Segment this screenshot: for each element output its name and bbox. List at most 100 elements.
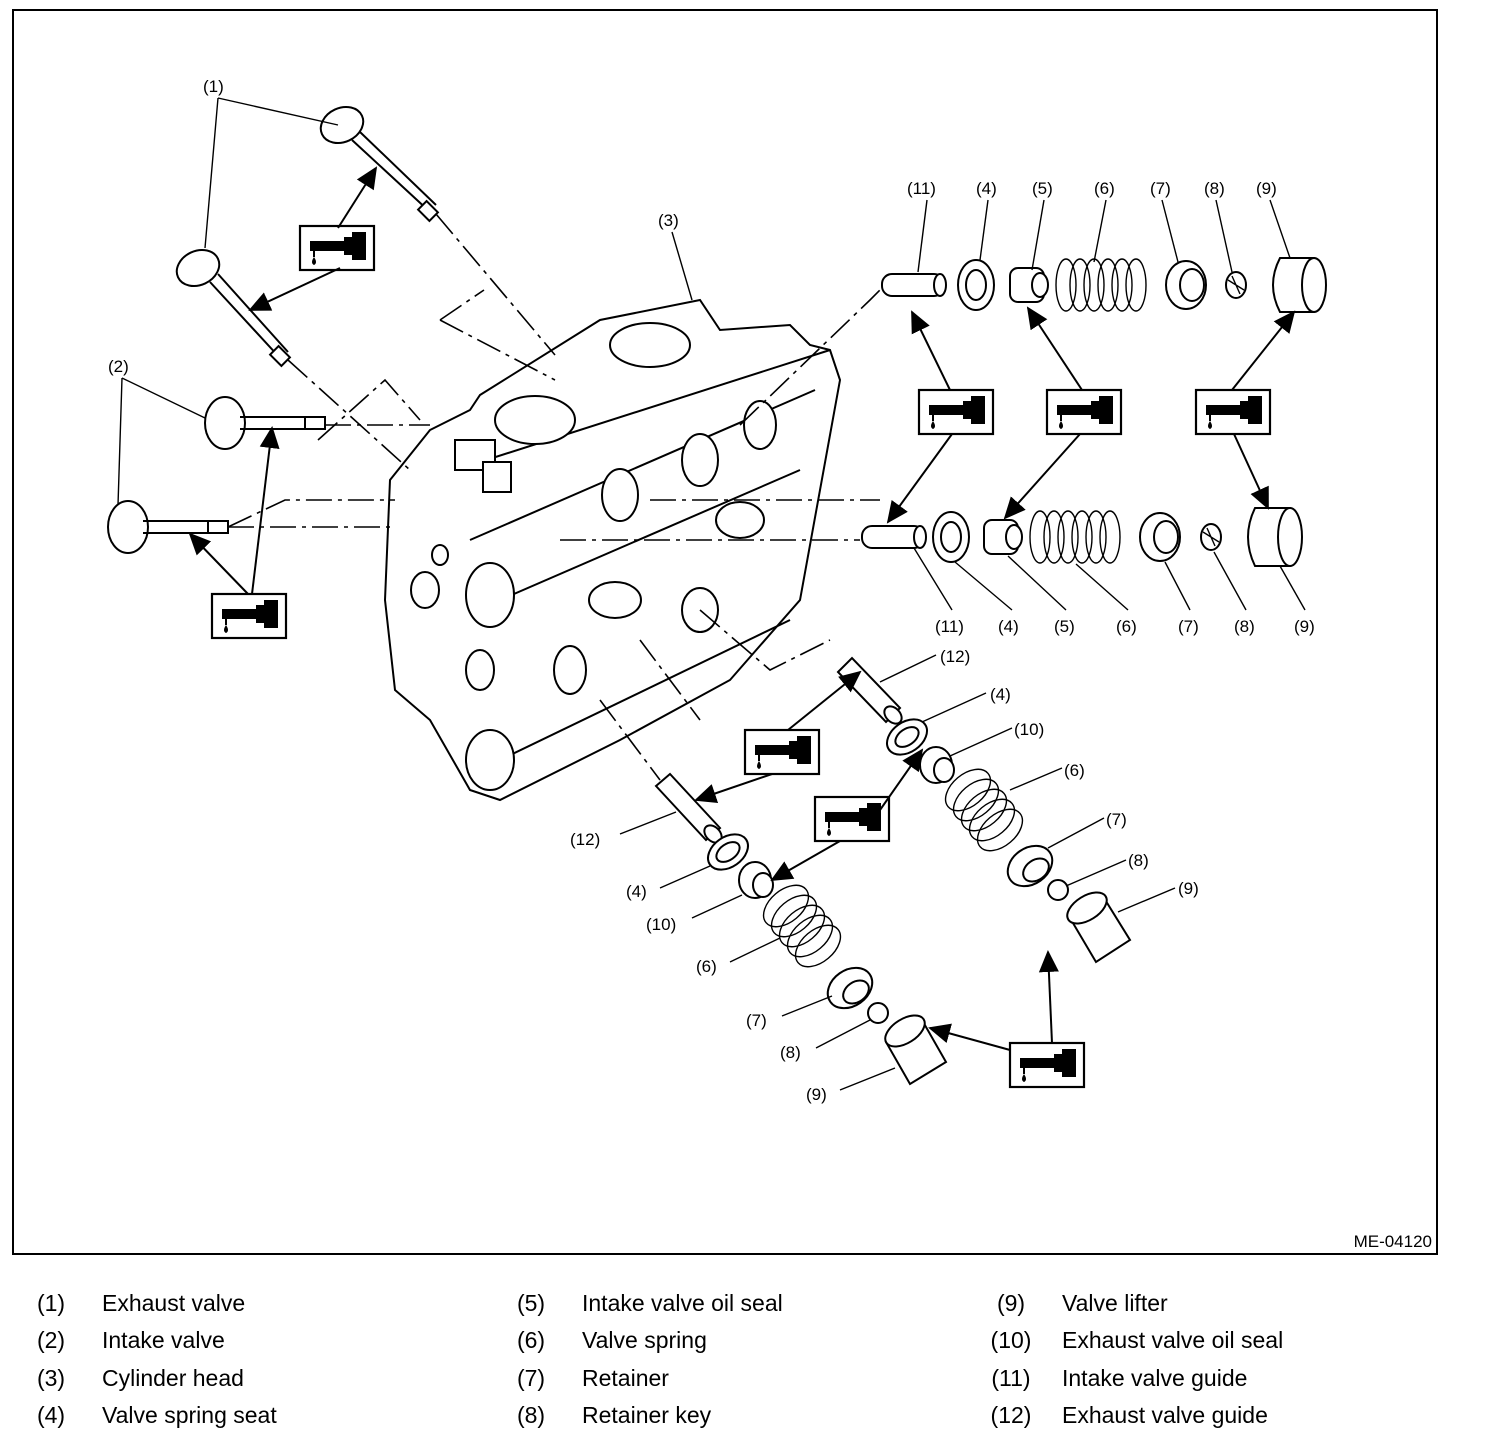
legend-number: (5): [516, 1290, 546, 1316]
oil-can-icon: [1008, 1041, 1086, 1089]
callout-4: (4): [990, 685, 1011, 704]
retainer-upper: [1165, 260, 1207, 310]
legend-number: (3): [36, 1365, 66, 1391]
exhaust-valve-oil-seal-b: [919, 746, 955, 784]
callout-5: (5): [1032, 179, 1053, 198]
retainer-b: [1006, 844, 1054, 888]
valve-lifter-upper: [1272, 257, 1327, 313]
exploded-diagram: (1) (2) (3) (11) (4) (5) (6) (7) (8) (9)…: [107, 77, 1327, 1104]
oil-can-icon: [298, 224, 376, 272]
legend-text: Exhaust valve oil seal: [1062, 1327, 1284, 1353]
exhaust-valve-guide-b: [836, 656, 903, 725]
legend-number: (11): [991, 1365, 1031, 1391]
legend-number: (9): [996, 1290, 1026, 1316]
retainer-a: [826, 966, 874, 1010]
retainer-key-upper: [1225, 271, 1247, 299]
valve-lifter-a: [884, 1014, 948, 1086]
valve-spring-a: [762, 884, 842, 968]
legend-number: (10): [990, 1327, 1032, 1353]
legend-number: (7): [516, 1365, 546, 1391]
valve-lifter-middle: [1247, 507, 1303, 567]
exhaust-valve-upper: [319, 106, 440, 223]
legend-text: Intake valve guide: [1062, 1365, 1248, 1391]
cylinder-head: [383, 298, 842, 802]
callout-3: (3): [658, 211, 679, 230]
retainer-key-b: [1047, 879, 1069, 901]
callout-9: (9): [1256, 179, 1277, 198]
valve-spring-seat-b: [886, 718, 928, 756]
callout-4: (4): [976, 179, 997, 198]
intake-valve-guide-lower: [861, 525, 927, 549]
callout-9: (9): [1294, 617, 1315, 636]
valve-spring-upper: [1055, 258, 1147, 312]
legend-text: Intake valve: [102, 1327, 225, 1353]
exhaust-valve-guide-a: [654, 772, 723, 844]
callout-12: (12): [940, 647, 970, 666]
oil-can-icon: [917, 388, 995, 436]
oil-can-icon: [813, 795, 891, 843]
exhaust-valve-lower: [175, 249, 292, 368]
callout-9: (9): [806, 1085, 827, 1104]
legend-number: (12): [990, 1402, 1032, 1428]
intake-valve-oil-seal-lower: [983, 519, 1023, 555]
callout-7: (7): [1106, 810, 1127, 829]
callout-7: (7): [746, 1011, 767, 1030]
callout-11: (11): [907, 179, 936, 198]
legend-number: (2): [36, 1327, 66, 1353]
exhaust-valve-oil-seal-a: [738, 861, 774, 899]
valve-lifter-b: [1066, 891, 1132, 964]
callout-4: (4): [626, 882, 647, 901]
valve-spring-seat-upper: [957, 259, 995, 311]
callout-10: (10): [1014, 720, 1044, 739]
callout-8: (8): [1234, 617, 1255, 636]
callout-6: (6): [696, 957, 717, 976]
oil-can-icon: [1045, 388, 1123, 436]
retainer-key-middle: [1200, 523, 1222, 551]
legend-text: Valve spring: [582, 1327, 707, 1353]
callout-6: (6): [1064, 761, 1085, 780]
retainer-middle: [1139, 512, 1181, 562]
legend-number: (4): [36, 1402, 66, 1428]
valve-spring-middle: [1029, 510, 1121, 564]
intake-valve-lower: [107, 500, 229, 554]
oil-can-icon: [1194, 388, 1272, 436]
intake-valve-upper: [204, 396, 326, 450]
callout-5: (5): [1054, 617, 1075, 636]
callout-7: (7): [1150, 179, 1171, 198]
legend-text: Exhaust valve: [102, 1290, 246, 1316]
callout-1: (1): [203, 77, 224, 96]
callout-4: (4): [998, 617, 1019, 636]
callout-6: (6): [1116, 617, 1137, 636]
callout-12: (12): [570, 830, 600, 849]
legend-number: (8): [516, 1402, 546, 1428]
legend-text: Retainer: [582, 1365, 669, 1391]
legend: (1) Exhaust valve (2) Intake valve (3) C…: [0, 1286, 1504, 1436]
legend-text: Retainer key: [582, 1402, 712, 1428]
legend-text: Valve spring seat: [102, 1402, 277, 1428]
legend-text: Intake valve oil seal: [582, 1290, 783, 1316]
callout-2: (2): [108, 357, 129, 376]
valve-spring-seat-a: [707, 833, 749, 871]
oil-can-icon: [743, 728, 821, 776]
retainer-key-a: [867, 1002, 889, 1024]
figure-frame: [12, 9, 1438, 1255]
callout-7: (7): [1178, 617, 1199, 636]
callout-11: (11): [935, 617, 964, 636]
figure-code: ME-04120: [1353, 1232, 1432, 1251]
callout-10: (10): [646, 915, 676, 934]
callout-6: (6): [1094, 179, 1115, 198]
valve-spring-b: [944, 768, 1024, 852]
intake-valve-guide-upper: [881, 273, 947, 297]
legend-text: Exhaust valve guide: [1062, 1402, 1268, 1428]
callout-8: (8): [1128, 851, 1149, 870]
legend-number: (6): [516, 1327, 546, 1353]
callout-8: (8): [780, 1043, 801, 1062]
legend-text: Valve lifter: [1062, 1290, 1168, 1316]
oil-can-icon: [210, 592, 288, 640]
callout-8: (8): [1204, 179, 1225, 198]
intake-valve-oil-seal-upper: [1009, 267, 1049, 303]
callout-9: (9): [1178, 879, 1199, 898]
legend-text: Cylinder head: [102, 1365, 244, 1391]
valve-spring-seat-middle: [932, 511, 970, 563]
legend-number: (1): [36, 1290, 66, 1316]
